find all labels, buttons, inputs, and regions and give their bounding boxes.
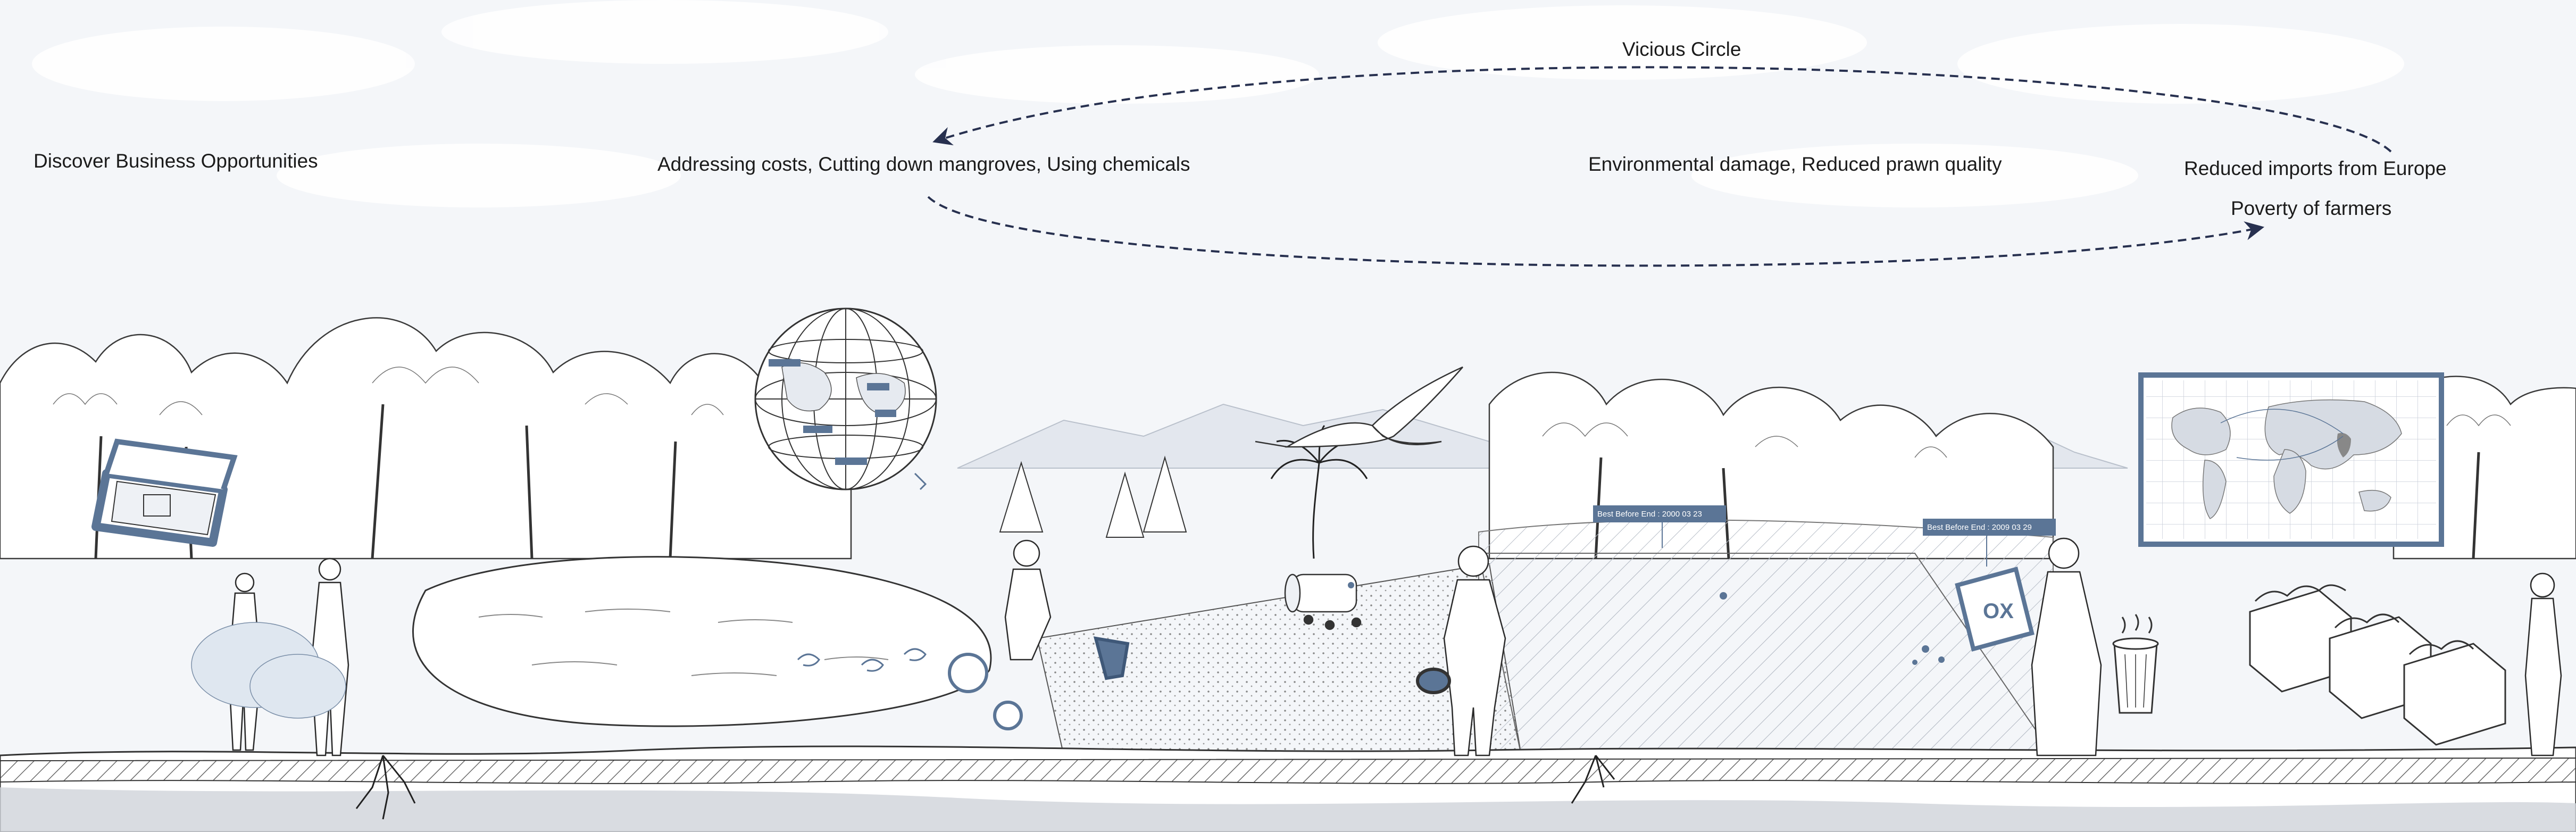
addressing-costs-label: Addressing costs, Cutting down mangroves…: [657, 153, 1190, 175]
vicious-circle-arrows: [927, 66, 2392, 267]
chemical-barrel: [1284, 573, 1362, 630]
world-map-icon: [2138, 372, 2444, 547]
blue-shrub: [191, 622, 346, 719]
money-icon: [91, 438, 238, 547]
farm-field: [1036, 553, 2054, 756]
feed-bag-label: OX: [1983, 600, 2014, 623]
pine-trees: [999, 455, 1187, 538]
sky-clouds: [32, 0, 2404, 207]
crane-bird-icon: [1255, 366, 1463, 448]
trash-bin-icon: [2112, 614, 2159, 714]
roots: [355, 755, 1615, 820]
vicious-circle-title: Vicious Circle: [1622, 38, 1741, 60]
buckets: [948, 636, 1451, 730]
person-right-edge: [2524, 572, 2562, 756]
reduced-imports-label: Reduced imports from Europe: [2184, 157, 2447, 179]
poverty-label: Poverty of farmers: [2231, 197, 2392, 219]
price-tag-1: Best Before End : 2000 03 23: [1593, 505, 1726, 548]
price-tag-2-text: Best Before End : 2009 03 29: [1927, 523, 2032, 532]
prawn-crate-icon: [2249, 584, 2506, 746]
person-farmer-standing: [1443, 545, 1506, 756]
feed-bag-icon: OX: [1955, 567, 2035, 652]
person-woman-sari: [2031, 537, 2102, 756]
globe-icon: [754, 307, 937, 490]
tree-detail: [53, 367, 2511, 458]
water-drops: [1348, 582, 1971, 665]
environmental-damage-label: Environmental damage, Reduced prawn qual…: [1588, 153, 2002, 175]
discover-business-label: Discover Business Opportunities: [34, 150, 318, 172]
pond: [412, 556, 992, 727]
price-tag-2: Best Before End : 2009 03 29: [1923, 519, 2056, 567]
person-worker-pond: [1004, 539, 1052, 661]
ground: [0, 745, 2576, 832]
people: [228, 537, 2562, 756]
price-tag-1-text: Best Before End : 2000 03 23: [1597, 510, 1702, 519]
prawns: [797, 472, 927, 672]
